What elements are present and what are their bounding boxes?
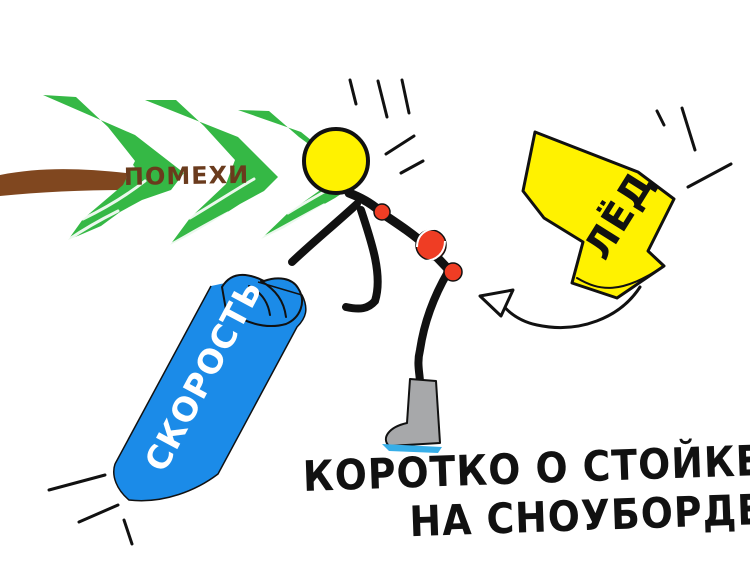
snowboarder-figure (292, 129, 462, 453)
tree-trunk (0, 169, 126, 196)
shoulder-joint (374, 204, 390, 220)
snowboard-boot (386, 379, 440, 446)
rider-leg (418, 272, 448, 388)
ice-motion-lines (657, 108, 731, 187)
page-title: КОРОТКО О СТОЙКЕ НА СНОУБОРДЕ (302, 437, 745, 550)
interference-label: ПОМЕХИ (124, 161, 250, 191)
rider-arms (292, 204, 378, 309)
rider-head (304, 129, 368, 193)
knee-joint (444, 263, 462, 281)
